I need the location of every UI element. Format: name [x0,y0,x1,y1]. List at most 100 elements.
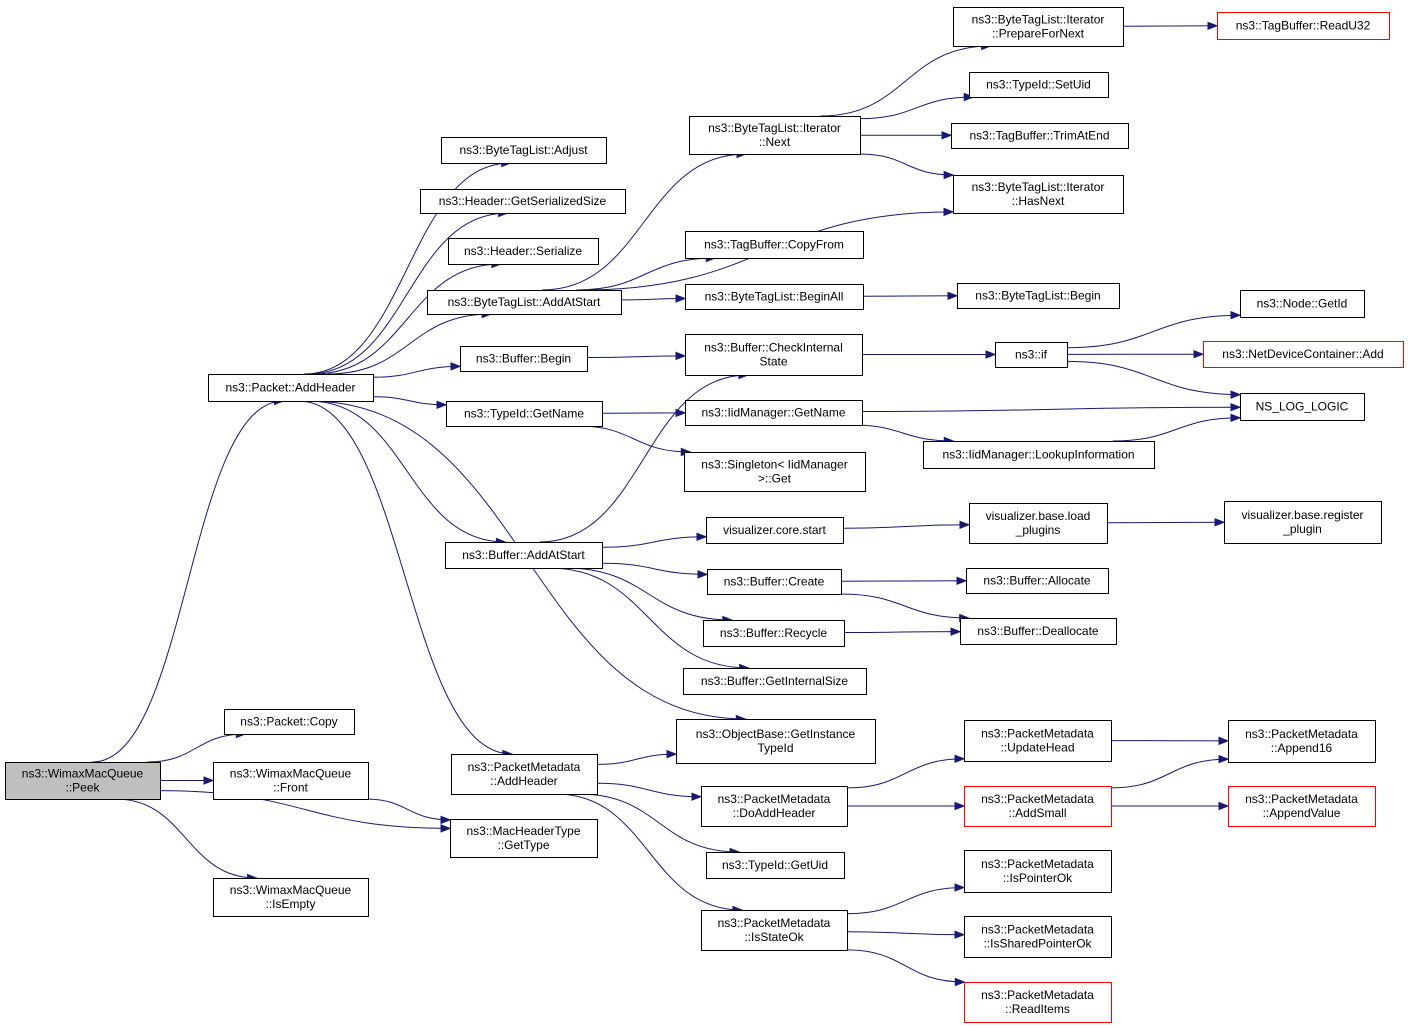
edge-line [579,793,740,853]
node-label: ::IsEmpty [265,897,315,911]
node-btlbeginall[interactable]: ns3::ByteTagList::BeginAll [685,284,864,310]
node-isempty[interactable]: ns3::WimaxMacQueue::IsEmpty [213,878,369,917]
arrowhead [941,131,953,140]
node-hasnext[interactable]: ns3::ByteTagList::Iterator::HasNext [953,175,1124,214]
node-box [445,542,603,569]
node-copy[interactable]: ns3::Packet::Copy [224,709,355,735]
node-box [1224,501,1382,544]
node-box [689,116,861,155]
edge-getname-to-singletonget [577,425,692,457]
node-label: ns3::PacketMetadata [718,792,831,806]
node-btladjust[interactable]: ns3::ByteTagList::Adjust [441,137,607,164]
node-readu32[interactable]: ns3::TagBuffer::ReadU32 [1217,12,1390,40]
node-addsmall[interactable]: ns3::PacketMetadata::AddSmall [964,786,1112,827]
node-ispointerok[interactable]: ns3::PacketMetadata::IsPointerOk [964,850,1112,893]
edge-line [859,153,954,176]
edge-line [565,567,732,621]
node-doaddheader[interactable]: ns3::PacketMetadata::DoAddHeader [701,786,848,827]
node-nodegetid[interactable]: ns3::Node::GetId [1240,290,1365,318]
edge-line [1112,417,1241,442]
node-label: ns3::Node::GetId [1257,297,1348,311]
node-itnext[interactable]: ns3::ByteTagList::Iterator::Next [689,116,861,155]
node-iidgetname[interactable]: ns3::IidManager::GetName [685,400,863,426]
node-getsersize[interactable]: ns3::Header::GetSerializedSize [420,189,626,214]
node-label: ns3::WimaxMacQueue [230,767,352,781]
arrowhead [1218,736,1230,746]
arrowhead [954,977,966,987]
node-box [701,910,848,951]
arrowhead [203,776,215,785]
node-lookupinfo[interactable]: ns3::IidManager::LookupInformation [923,441,1155,469]
node-label: ns3::TagBuffer::CopyFrom [704,238,844,252]
node-getuid[interactable]: ns3::TypeId::GetUid [706,852,845,879]
node-peek[interactable]: ns3::WimaxMacQueue::Peek [5,762,161,800]
node-box [450,819,598,858]
node-addheader[interactable]: ns3::Packet::AddHeader [208,374,374,402]
node-label: ns3::PacketMetadata [981,792,1094,806]
edge-line [846,949,965,983]
node-preparefornext[interactable]: ns3::ByteTagList::Iterator::PrepareForNe… [953,7,1124,47]
node-label: ns3::Header::GetSerializedSize [439,194,607,208]
node-serialize[interactable]: ns3::Header::Serialize [448,238,599,265]
node-label: ::Append16 [1271,741,1333,755]
edge-pmaddheader-to-doaddheader [596,782,703,801]
node-box [427,290,622,315]
node-loadplugins[interactable]: visualizer.base.load_plugins [969,503,1108,544]
node-isstateok[interactable]: ns3::PacketMetadata::IsStateOk [701,910,848,951]
arrowhead [675,408,687,418]
node-getname[interactable]: ns3::TypeId::GetName [446,401,603,427]
node-bufaddatstart[interactable]: ns3::Buffer::AddAtStart [445,542,603,569]
arrowhead [954,930,966,939]
edge-addheader-to-getname [372,396,448,410]
node-box [964,916,1112,958]
node-bufallocate[interactable]: ns3::Buffer::Allocate [966,568,1109,594]
node-updatehead[interactable]: ns3::PacketMetadata::UpdateHead [964,720,1112,762]
edge-bufaddatstart-to-bufrecycle [565,567,734,625]
node-front[interactable]: ns3::WimaxMacQueue::Front [213,762,369,800]
node-registerplugin[interactable]: visualizer.base.register_plugin [1224,501,1382,544]
node-trimatend[interactable]: ns3::TagBuffer::TrimAtEnd [951,123,1129,149]
node-btlbegin[interactable]: ns3::ByteTagList::Begin [957,283,1120,309]
edge-line [1110,758,1229,789]
arrowhead [450,362,462,371]
node-ndcadd[interactable]: ns3::NetDeviceContainer::Add [1203,341,1404,368]
node-bufbegin[interactable]: ns3::Buffer::Begin [460,346,588,372]
node-bufrecycle[interactable]: ns3::Buffer::Recycle [703,620,845,647]
node-tbcopyfrom[interactable]: ns3::TagBuffer::CopyFrom [685,231,864,259]
edge-addheader-to-pmaddheader [298,400,514,759]
node-issharedpointerok[interactable]: ns3::PacketMetadata::IsSharedPointerOk [964,916,1112,958]
node-label: ::PrepareForNext [992,27,1085,41]
edge-line [586,355,686,358]
node-append16[interactable]: ns3::PacketMetadata::Append16 [1228,720,1376,763]
node-btladdatstart[interactable]: ns3::ByteTagList::AddAtStart [427,290,622,315]
node-appendvalue[interactable]: ns3::PacketMetadata::AppendValue [1228,786,1376,827]
node-nsif[interactable]: ns3::if [995,342,1068,368]
arrowhead [943,207,955,217]
edge-peek-to-isempty [115,798,258,883]
node-vizcorestart[interactable]: visualizer.core.start [706,517,844,544]
edge-nsif-to-nsloglogic [1066,360,1242,399]
node-box [964,786,1112,827]
edge-doaddheader-to-addsmall [847,801,966,811]
edge-lookupinfo-to-nsloglogic [1112,413,1242,442]
edge-line [846,758,965,789]
node-box [953,175,1124,214]
node-bufcreate[interactable]: ns3::Buffer::Create [707,569,842,595]
node-setuid[interactable]: ns3::TypeId::SetUid [969,72,1109,98]
edge-preparefornext-to-readu32 [1122,21,1219,31]
node-label: ::AddHeader [490,774,557,788]
node-pmaddheader[interactable]: ns3::PacketMetadata::AddHeader [451,754,598,795]
node-box [213,762,369,800]
edge-line [576,257,716,291]
node-gettype[interactable]: ns3::MacHeaderType::GetType [450,819,598,858]
node-nsloglogic[interactable]: NS_LOG_LOGIC [1240,393,1365,421]
node-bufdeallocate[interactable]: ns3::Buffer::Deallocate [960,618,1117,645]
node-bufgetinternal[interactable]: ns3::Buffer::GetInternalSize [683,668,867,695]
edge-line [307,212,508,375]
node-singletonget[interactable]: ns3::Singleton< IidManager>::Get [684,452,866,492]
node-box [707,569,842,595]
node-readitems[interactable]: ns3::PacketMetadata::ReadItems [964,982,1112,1023]
edge-isstateok-to-issharedpointerok [846,930,966,939]
